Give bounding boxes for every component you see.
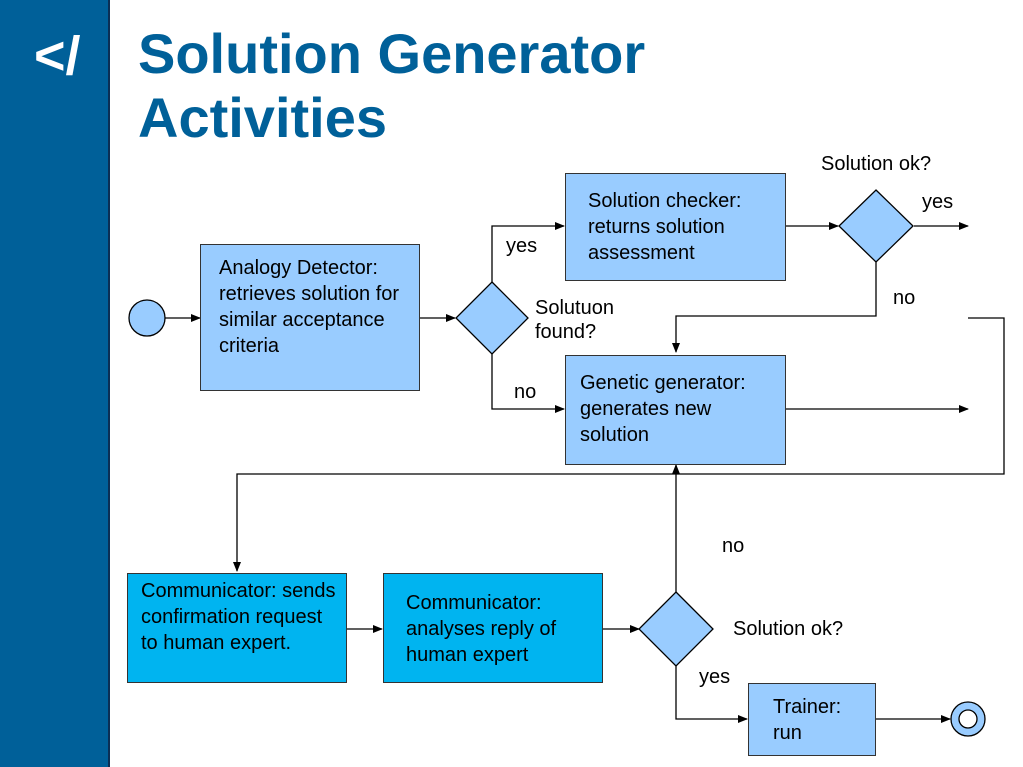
label-solution-found: Solutuon found? [535, 297, 614, 343]
genetic-generator-text: Genetic generator: generates new solutio… [580, 372, 746, 446]
edge-decision2-genetic [672, 262, 877, 353]
trainer-box: Trainer: run [748, 683, 876, 756]
end-node-inner [958, 709, 978, 729]
logo: </ [34, 26, 81, 86]
communicator-send-text: Communicator: sends confirmation request… [141, 580, 336, 654]
label-no-found: no [514, 381, 537, 403]
analogy-detector-text: Analogy Detector: retrieves solution for… [219, 257, 400, 357]
analogy-detector-box: Analogy Detector: retrieves solution for… [200, 244, 420, 391]
edge-merge-communicator [233, 317, 1005, 572]
edge-decision1-checker [491, 222, 565, 282]
label-solution-ok-top: Solution ok? [821, 153, 932, 175]
label-yes-top: yes [922, 191, 954, 213]
edge-decision3-trainer [675, 666, 748, 723]
label-no-bottom: no [722, 535, 745, 557]
decision-solution-ok-bottom [638, 591, 714, 667]
label-yes-bottom: yes [699, 666, 731, 688]
decision-solution-ok-top [838, 189, 914, 263]
communicator-analyse-text: Communicator: analyses reply of human ex… [406, 592, 557, 666]
communicator-analyse-box: Communicator: analyses reply of human ex… [383, 573, 603, 683]
label-no-top: no [893, 287, 916, 309]
solution-checker-box: Solution checker: returns solution asses… [565, 173, 786, 281]
sidebar: </ [0, 0, 110, 767]
solution-checker-text: Solution checker: returns solution asses… [588, 190, 742, 264]
trainer-text: Trainer: run [773, 696, 842, 744]
edge-decision1-genetic [491, 354, 565, 413]
label-yes-found: yes [506, 235, 538, 257]
communicator-send-box: Communicator: sends confirmation request… [127, 573, 347, 683]
page-title: Solution Generator Activities [138, 22, 646, 149]
label-solution-ok-bottom: Solution ok? [733, 618, 844, 640]
genetic-generator-box: Genetic generator: generates new solutio… [565, 355, 786, 465]
start-node [128, 299, 166, 337]
decision-solution-found [455, 281, 529, 355]
